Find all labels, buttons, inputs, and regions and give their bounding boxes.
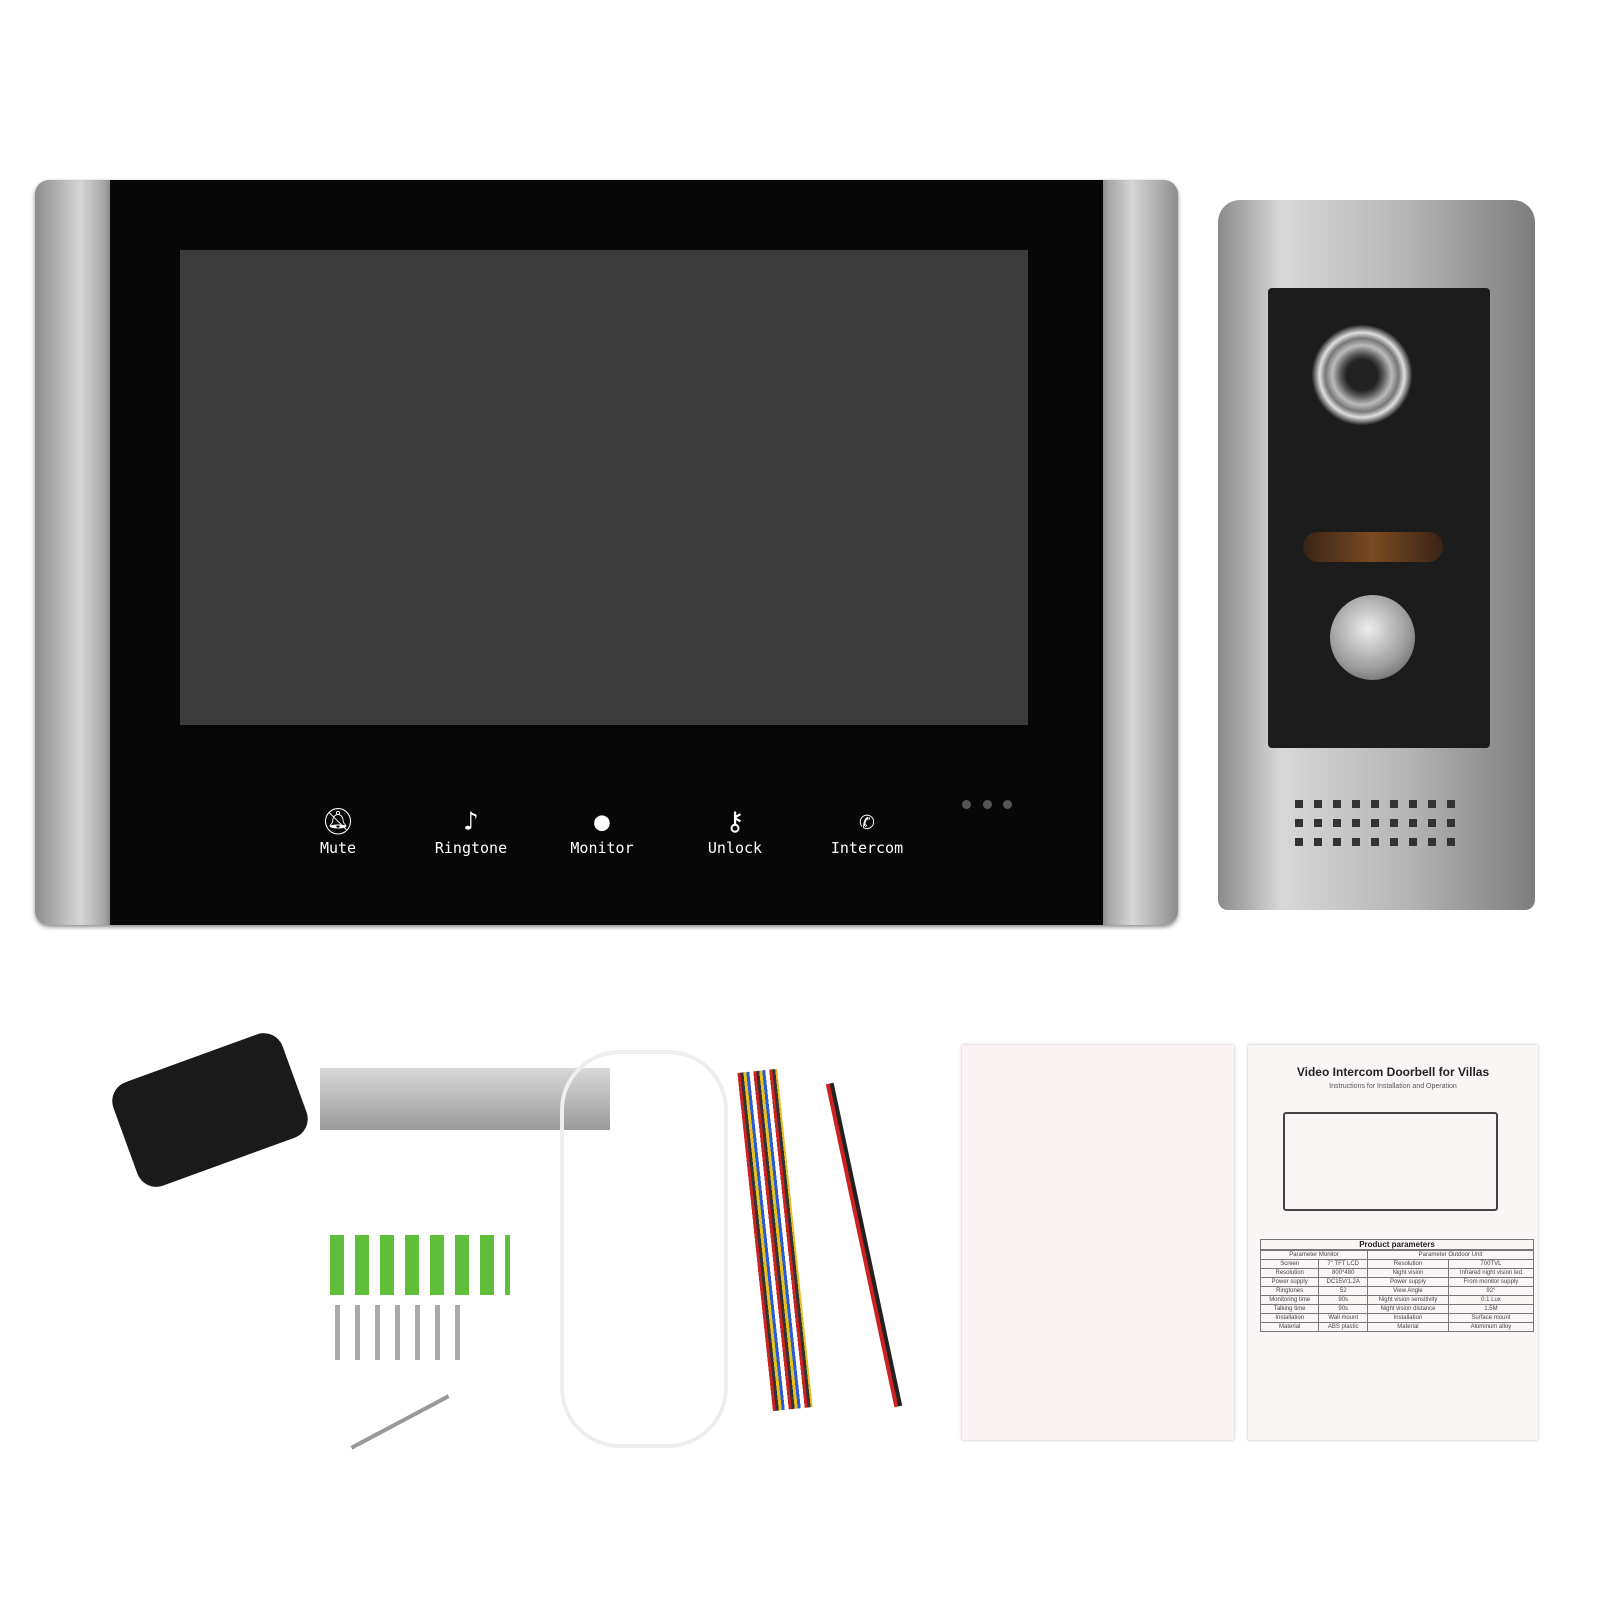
grille-hole	[1333, 819, 1341, 827]
monitor-header: Parameter Monitor	[1259, 1250, 1369, 1260]
bell-slash-icon: 🔕︎	[321, 807, 355, 837]
grille-hole	[1352, 838, 1360, 846]
indicator-led	[1003, 800, 1012, 809]
grille-hole	[1352, 819, 1360, 827]
intercom-button[interactable]: ✆Intercom	[812, 805, 922, 857]
manual-title: Video Intercom Doorbell for Villas	[1296, 1065, 1490, 1079]
grille-hole	[1447, 800, 1455, 808]
grille-hole	[1409, 819, 1417, 827]
grille-hole	[1295, 838, 1303, 846]
key-icon: ⚷	[725, 807, 745, 837]
grille-hole	[1428, 838, 1436, 846]
params-title: Product parameters	[1260, 1239, 1534, 1250]
grille-hole	[1371, 800, 1379, 808]
unlock-button[interactable]: ⚷Unlock	[680, 805, 790, 857]
grille-hole	[1390, 800, 1398, 808]
ringtone-button[interactable]: ♪Ringtone	[416, 805, 526, 857]
grille-hole	[1409, 800, 1417, 808]
grille-hole	[1428, 800, 1436, 808]
wire-harness-4pin	[737, 1068, 813, 1412]
infrared-leds	[1303, 532, 1443, 562]
mute-button[interactable]: 🔕︎Mute	[283, 805, 393, 857]
indicator-led	[962, 800, 971, 809]
manual-subtitle: Instructions for Installation and Operat…	[1329, 1083, 1457, 1090]
outdoor-header: Parameter Outdoor Unit	[1367, 1250, 1534, 1260]
monitor-screen	[180, 250, 1028, 725]
monitor-button[interactable]: ●Monitor	[547, 805, 657, 857]
person-icon: ●	[594, 807, 610, 837]
grille-hole	[1333, 800, 1341, 808]
indicator-led	[983, 800, 992, 809]
grille-hole	[1390, 819, 1398, 827]
grille-hole	[1314, 819, 1322, 827]
grille-hole	[1333, 838, 1341, 846]
call-button[interactable]	[1330, 595, 1415, 680]
grille-hole	[1371, 819, 1379, 827]
connection-cable	[560, 1050, 728, 1448]
grille-hole	[1447, 819, 1455, 827]
phone-icon: ✆	[859, 807, 875, 837]
screws	[335, 1305, 475, 1360]
hex-key	[350, 1394, 450, 1450]
wall-anchors	[330, 1235, 510, 1295]
manual-wiring-page	[962, 1045, 1234, 1440]
camera-lens	[1312, 325, 1412, 425]
grille-hole	[1314, 838, 1322, 846]
grille-hole	[1447, 838, 1455, 846]
grille-hole	[1371, 838, 1379, 846]
manual-cover-page: Video Intercom Doorbell for Villas Instr…	[1248, 1045, 1538, 1440]
power-adapter	[106, 1027, 314, 1193]
grille-hole	[1295, 800, 1303, 808]
grille-hole	[1314, 800, 1322, 808]
manual-product-illustration	[1283, 1112, 1498, 1211]
grille-hole	[1409, 838, 1417, 846]
wire-harness-2pin	[825, 1082, 903, 1408]
speaker-grille	[1295, 800, 1460, 855]
grille-hole	[1390, 838, 1398, 846]
grille-hole	[1295, 819, 1303, 827]
grille-hole	[1352, 800, 1360, 808]
grille-hole	[1428, 819, 1436, 827]
music-note-icon: ♪	[463, 807, 479, 837]
